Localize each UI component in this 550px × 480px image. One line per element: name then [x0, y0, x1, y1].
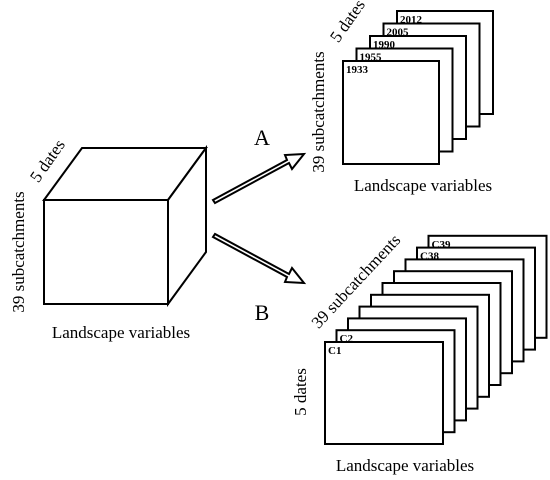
stack-a-slice-label: 2005 — [387, 27, 410, 39]
stack-b-slice-label: C38 — [420, 251, 439, 263]
stack-a-slice-label: 1990 — [373, 39, 396, 51]
stack-b-sheet — [324, 341, 444, 445]
stack-a-width-label: Landscape variables — [354, 176, 492, 195]
stack-b-slice-label: C1 — [328, 345, 341, 357]
arrow-a-letter: A — [254, 125, 270, 150]
cube-height-label: 39 subcatchments — [9, 191, 28, 312]
stack-a-height-label: 39 subcatchments — [309, 51, 328, 172]
cube-front-face — [43, 199, 169, 305]
stack-a-slice-label: 2012 — [400, 14, 423, 26]
arrow-b-letter: B — [255, 300, 270, 325]
source-cube — [42, 144, 208, 308]
stack-b-slice-label: C39 — [432, 239, 451, 251]
arrow-a — [211, 152, 307, 205]
arrow-b — [211, 232, 307, 285]
stack-a-slice-label: 1955 — [360, 52, 383, 64]
stack-a-slice-label: 1933 — [346, 64, 369, 76]
stack-b-width-label: Landscape variables — [336, 456, 474, 475]
stack-a-depth-label: 5 dates — [326, 0, 369, 46]
stack-a-sheet — [342, 60, 440, 165]
stack-b-slice-label: C2 — [340, 333, 354, 345]
cube-width-label: Landscape variables — [52, 323, 190, 342]
stack-b-height-label: 5 dates — [291, 368, 310, 416]
